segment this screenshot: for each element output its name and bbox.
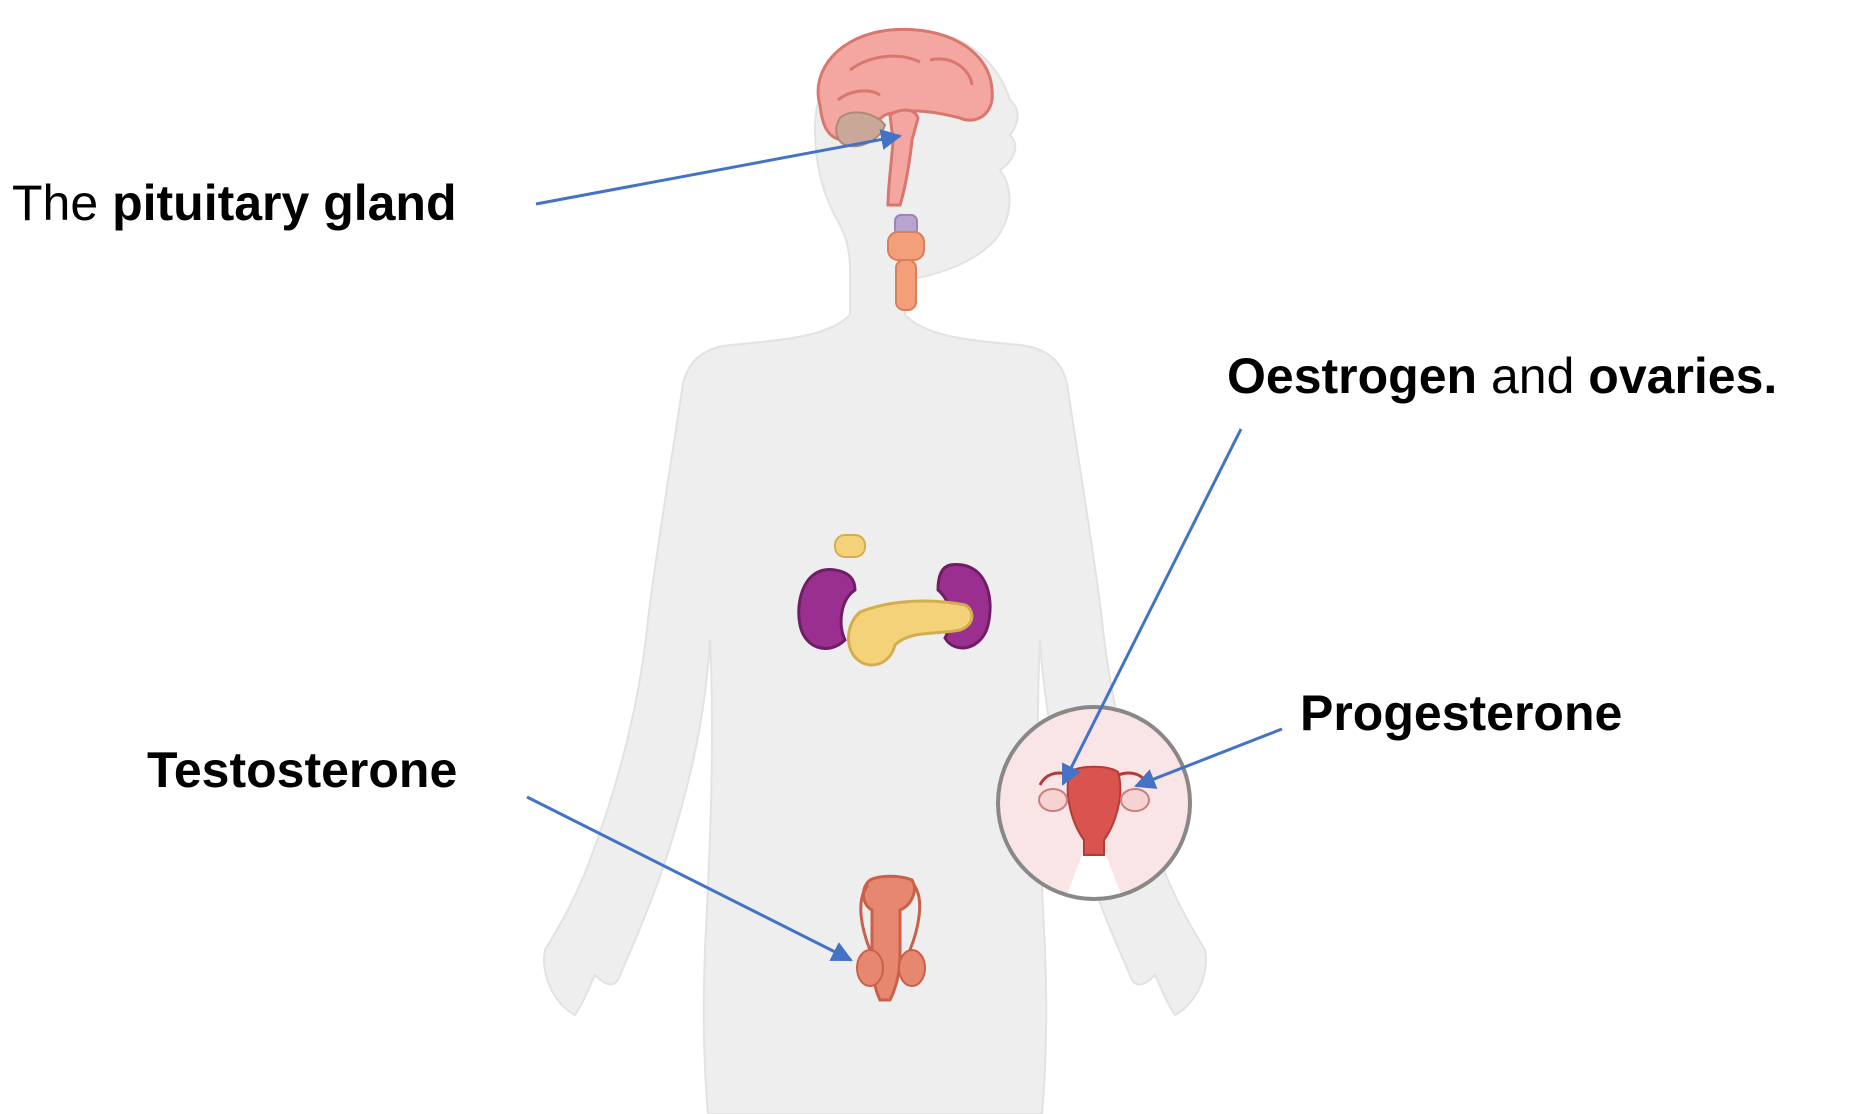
progesterone-label: Progesterone bbox=[1300, 683, 1622, 743]
oestrogen-bold: Oestrogen bbox=[1227, 348, 1477, 404]
ovaries-bold: ovaries. bbox=[1588, 348, 1777, 404]
pituitary-gland-label: The pituitary gland bbox=[12, 173, 457, 233]
testosterone-label: Testosterone bbox=[147, 740, 457, 800]
pituitary-prefix: The bbox=[12, 175, 112, 231]
oestrogen-and: and bbox=[1477, 348, 1588, 404]
oestrogen-ovaries-label: Oestrogen and ovaries. bbox=[1227, 346, 1777, 406]
testosterone-bold: Testosterone bbox=[147, 742, 457, 798]
progesterone-bold: Progesterone bbox=[1300, 685, 1622, 741]
pituitary-bold: pituitary gland bbox=[112, 175, 456, 231]
male-reproductive-icon bbox=[857, 876, 925, 1000]
